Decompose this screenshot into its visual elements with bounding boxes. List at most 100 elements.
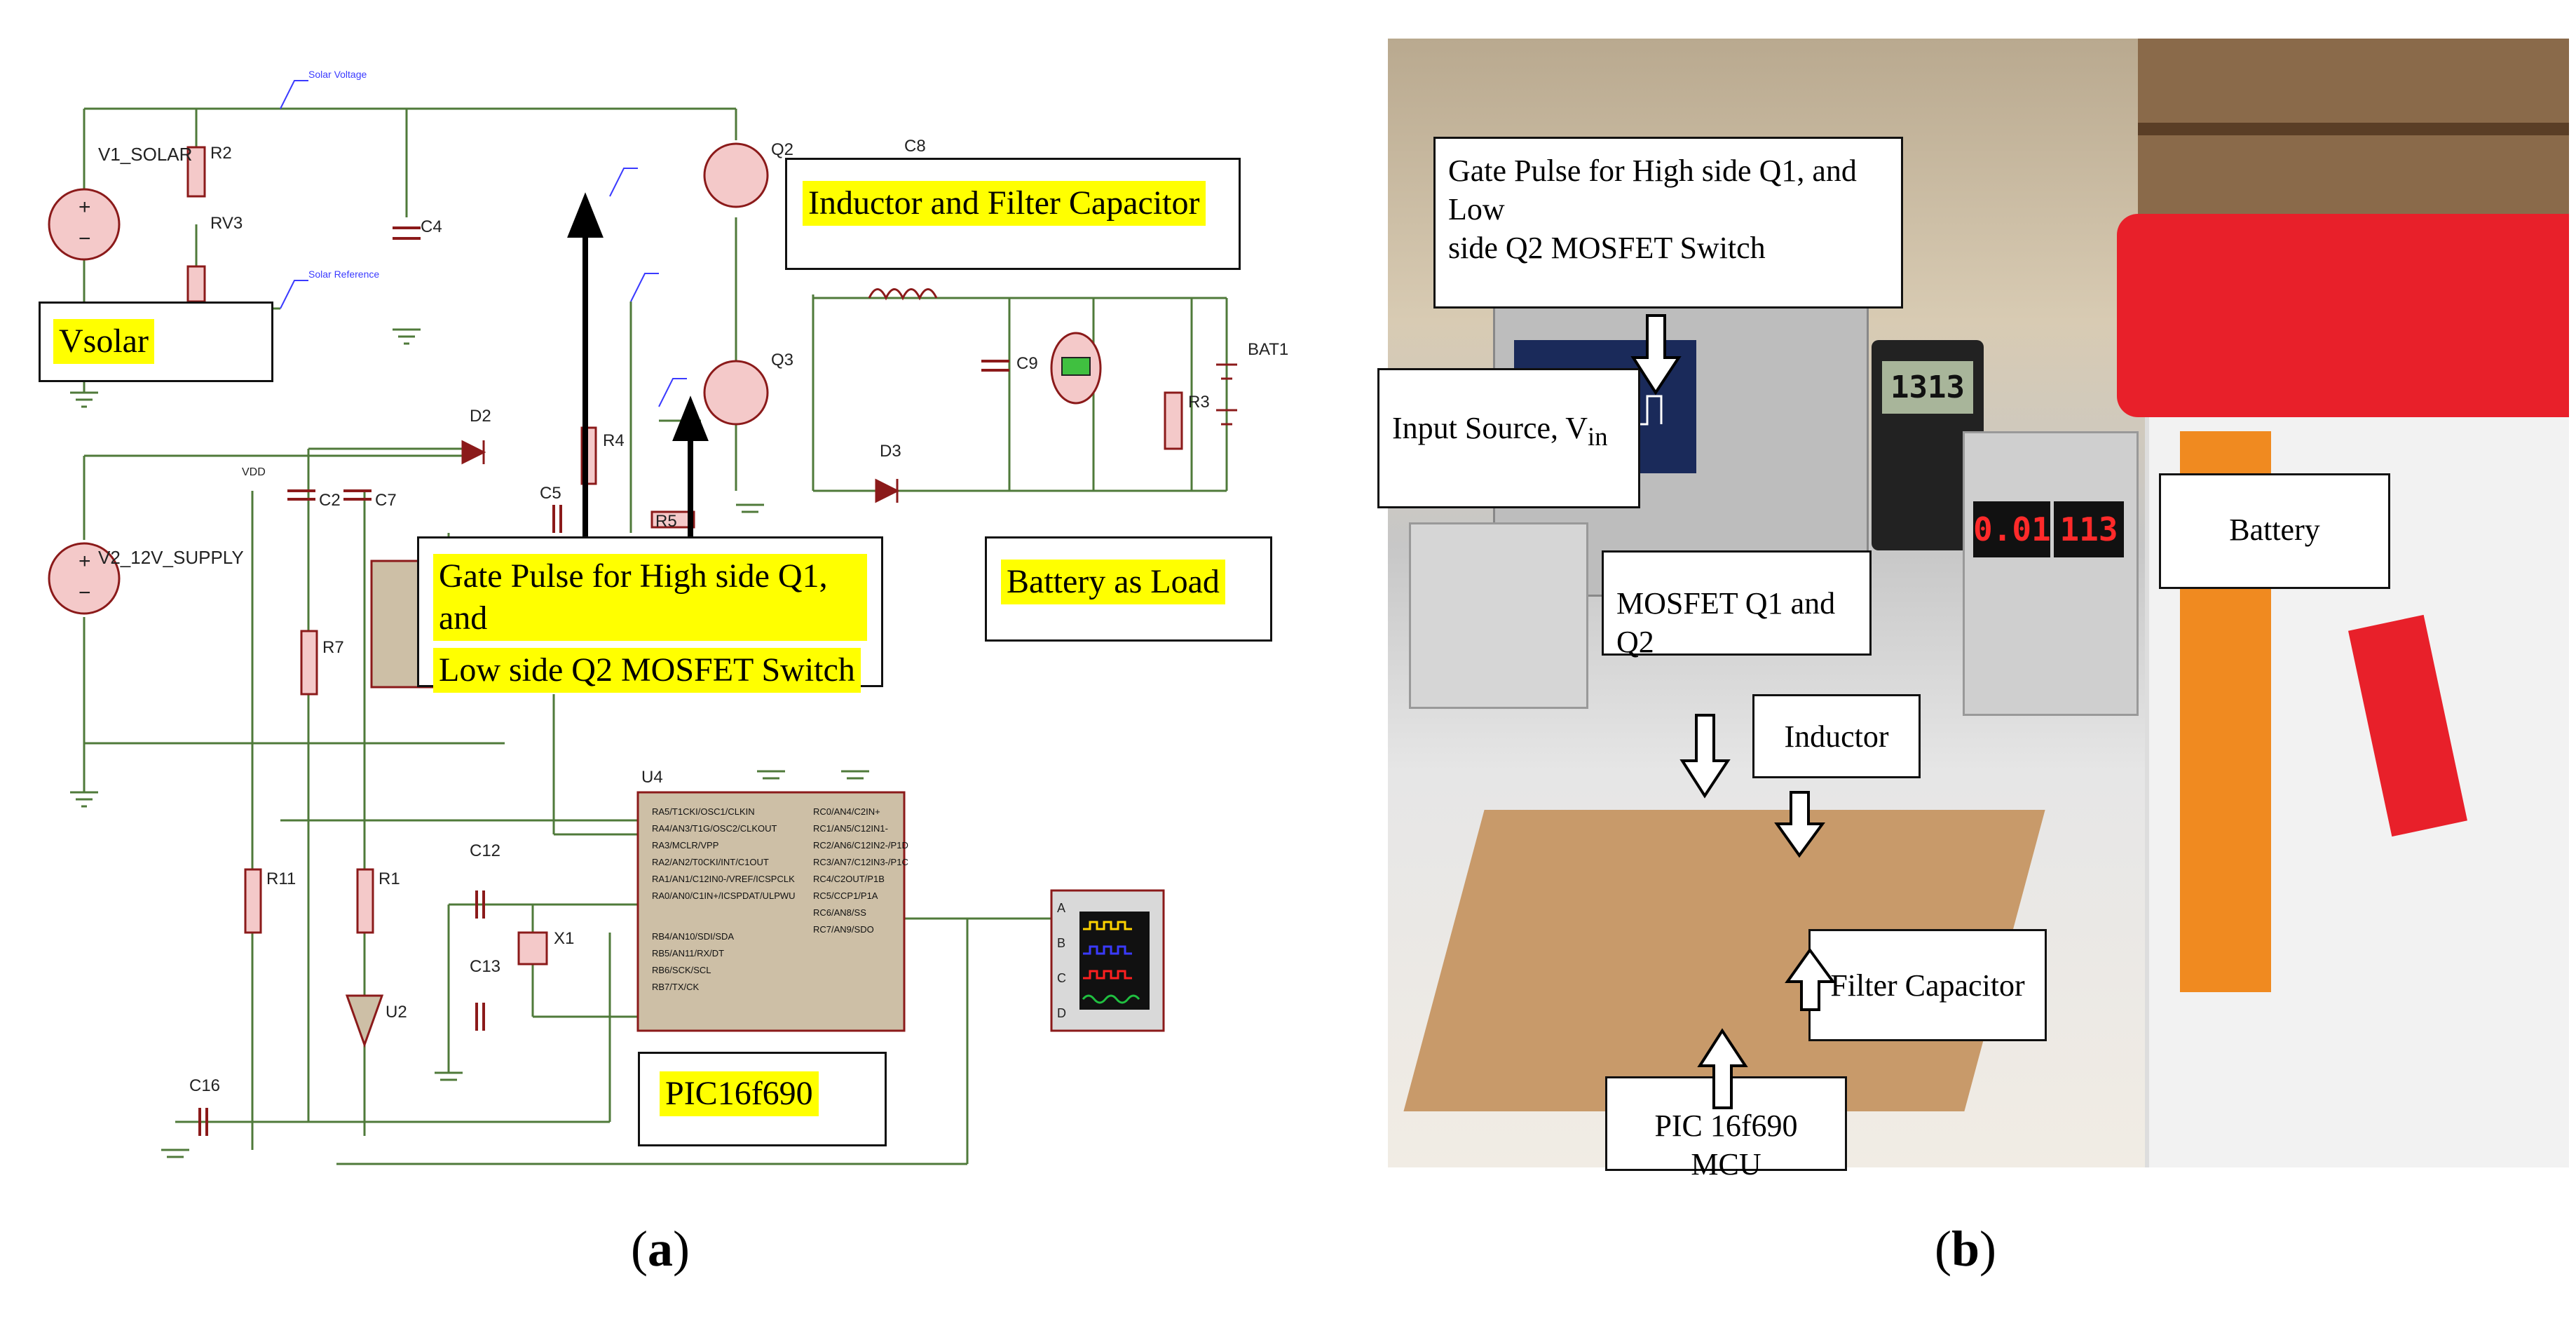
solar-reference-probe: Solar Reference	[308, 269, 380, 280]
r3-label: R3	[1188, 393, 1210, 412]
gate-pulse-b-line2: side Q2 MOSFET Switch	[1448, 231, 1766, 265]
svg-text:RC2/AN6/C12IN2-/P1D: RC2/AN6/C12IN2-/P1D	[813, 840, 908, 851]
pic-mcu-callout: PIC 16f690 MCU	[1605, 1076, 1847, 1181]
inductor-filter-callout: Inductor and Filter Capacitor	[785, 158, 1241, 270]
caption-a: (a)	[631, 1221, 690, 1277]
svg-text:RC1/AN5/C12IN1-: RC1/AN5/C12IN1-	[813, 823, 888, 834]
svg-text:RB6/SCK/SCL: RB6/SCK/SCL	[652, 965, 711, 975]
power-supply-left	[1409, 522, 1588, 709]
vsolar-text: Vsolar	[53, 319, 154, 364]
svg-text:RC5/CCP1/P1A: RC5/CCP1/P1A	[813, 890, 878, 901]
multimeter-display: 1313	[1882, 361, 1973, 414]
battery-text: Battery	[2229, 513, 2320, 547]
scope-channel-b: B	[1057, 936, 1066, 950]
x1-label: X1	[554, 929, 575, 948]
arrow-filter-cap	[1785, 947, 1836, 1011]
r11-label: R11	[266, 869, 297, 888]
mosfet-callout: MOSFET Q1 and Q2	[1602, 550, 1872, 659]
photo-arrows	[1630, 314, 1836, 1109]
inductor-callout: Inductor	[1752, 694, 1921, 778]
scope-channel-c: C	[1057, 971, 1066, 985]
svg-text:−: −	[79, 581, 91, 604]
filter-capacitor-text: Filter Capacitor	[1830, 968, 2025, 1003]
c2-label: C2	[319, 491, 341, 510]
input-source-subscript: in	[1588, 421, 1608, 451]
svg-text:−: −	[79, 227, 91, 250]
caption-b-letter: b	[1951, 1221, 1980, 1277]
gate-pulse-b-line1: Gate Pulse for High side Q1, and Low	[1448, 154, 1857, 226]
c16-label: C16	[189, 1076, 221, 1095]
v1-label: V1_SOLAR	[98, 144, 193, 165]
svg-text:RA2/AN2/T0CKI/INT/C1OUT: RA2/AN2/T0CKI/INT/C1OUT	[652, 857, 769, 867]
schematic-diagram: + − + −	[48, 80, 1237, 1165]
c4-label: C4	[421, 217, 442, 236]
svg-text:RA0/AN0/C1IN+/ICSPDAT/ULPWU: RA0/AN0/C1IN+/ICSPDAT/ULPWU	[652, 890, 796, 901]
d3-label: D3	[880, 442, 901, 461]
svg-text:RB7/TX/CK: RB7/TX/CK	[652, 982, 700, 992]
scope-channel-d: D	[1057, 1006, 1066, 1020]
c13-label: C13	[470, 957, 501, 976]
caption-a-letter: a	[647, 1221, 673, 1277]
v2-label: V2_12V_SUPPLY	[98, 547, 244, 568]
bat1-label: BAT1	[1248, 340, 1289, 359]
svg-text:RC4/C2OUT/P1B: RC4/C2OUT/P1B	[813, 874, 885, 884]
svg-text:RC0/AN4/C2IN+: RC0/AN4/C2IN+	[813, 806, 880, 817]
gate-pulse-callout-a: Gate Pulse for High side Q1, and Low sid…	[417, 536, 883, 693]
svg-text:RA1/AN1/C12IN0-/VREF/ICSPCLK: RA1/AN1/C12IN0-/VREF/ICSPCLK	[652, 874, 795, 884]
q2-label: Q2	[771, 140, 794, 159]
svg-text:RB5/AN11/RX/DT: RB5/AN11/RX/DT	[652, 948, 724, 958]
c8-label: C8	[904, 137, 926, 156]
q3-label: Q3	[771, 351, 794, 370]
solar-voltage-probe: Solar Voltage	[308, 69, 367, 80]
r5-label: R5	[655, 512, 677, 531]
d2-label: D2	[470, 407, 491, 426]
mosfet-text: MOSFET Q1 and Q2	[1616, 586, 1836, 659]
pic-mcu-text: PIC 16f690 MCU	[1654, 1109, 1798, 1181]
filter-capacitor-callout: Filter Capacitor	[1808, 929, 2047, 1041]
svg-text:RC7/AN9/SDO: RC7/AN9/SDO	[813, 924, 874, 935]
inductor-text: Inductor	[1784, 719, 1889, 754]
arrow-inductor	[1774, 791, 1825, 858]
u2-label: U2	[386, 1003, 407, 1022]
gate-pulse-a-line2: Low side Q2 MOSFET Switch	[433, 648, 861, 693]
battery-lid	[2117, 214, 2569, 417]
psu-display-current: 0.01	[1973, 501, 2051, 557]
psu-display-voltage: 113	[2054, 501, 2124, 557]
inductor-filter-text: Inductor and Filter Capacitor	[803, 181, 1206, 226]
arrow-gate-pulse	[1630, 314, 1682, 395]
rv3-label: RV3	[210, 214, 243, 233]
svg-text:RA3/MCLR/VPP: RA3/MCLR/VPP	[652, 840, 718, 851]
svg-text:RA4/AN3/T1G/OSC2/CLKOUT: RA4/AN3/T1G/OSC2/CLKOUT	[652, 823, 777, 834]
arrow-pic	[1697, 1028, 1748, 1109]
c7-label: C7	[375, 491, 397, 510]
vdd-label: VDD	[242, 466, 266, 478]
c9-label: C9	[1016, 354, 1038, 373]
scope-channel-a: A	[1057, 901, 1066, 915]
pic-callout: PIC16f690	[638, 1052, 887, 1146]
r2-label: R2	[210, 144, 232, 163]
arrow-mosfet	[1679, 714, 1731, 799]
r7-label: R7	[322, 638, 344, 657]
u4-label: U4	[641, 768, 663, 787]
svg-text:+: +	[79, 550, 91, 573]
svg-text:+: +	[79, 196, 91, 219]
c12-label: C12	[470, 841, 501, 860]
gate-pulse-callout-b: Gate Pulse for High side Q1, and Low sid…	[1433, 137, 1903, 309]
power-supply-right	[1963, 431, 2139, 716]
pic-text: PIC16f690	[660, 1071, 819, 1116]
r4-label: R4	[603, 431, 625, 450]
r1-label: R1	[379, 869, 400, 888]
battery-load-text: Battery as Load	[1001, 560, 1225, 604]
gate-pulse-a-line1: Gate Pulse for High side Q1, and	[433, 554, 867, 641]
c5-label: C5	[540, 484, 561, 503]
svg-text:RA5/T1CKI/OSC1/CLKIN: RA5/T1CKI/OSC1/CLKIN	[652, 806, 755, 817]
shelf-board-top	[2138, 123, 2569, 135]
svg-text:RB4/AN10/SDI/SDA: RB4/AN10/SDI/SDA	[652, 931, 734, 942]
battery-load-callout: Battery as Load	[985, 536, 1272, 642]
input-source-text: Input Source, V	[1392, 411, 1588, 445]
vsolar-callout: Vsolar	[39, 302, 273, 382]
input-source-callout: Input Source, Vin	[1377, 368, 1640, 508]
svg-text:RC3/AN7/C12IN3-/P1C: RC3/AN7/C12IN3-/P1C	[813, 857, 908, 867]
battery-callout: Battery	[2159, 473, 2390, 589]
svg-text:RC6/AN8/SS: RC6/AN8/SS	[813, 907, 866, 918]
